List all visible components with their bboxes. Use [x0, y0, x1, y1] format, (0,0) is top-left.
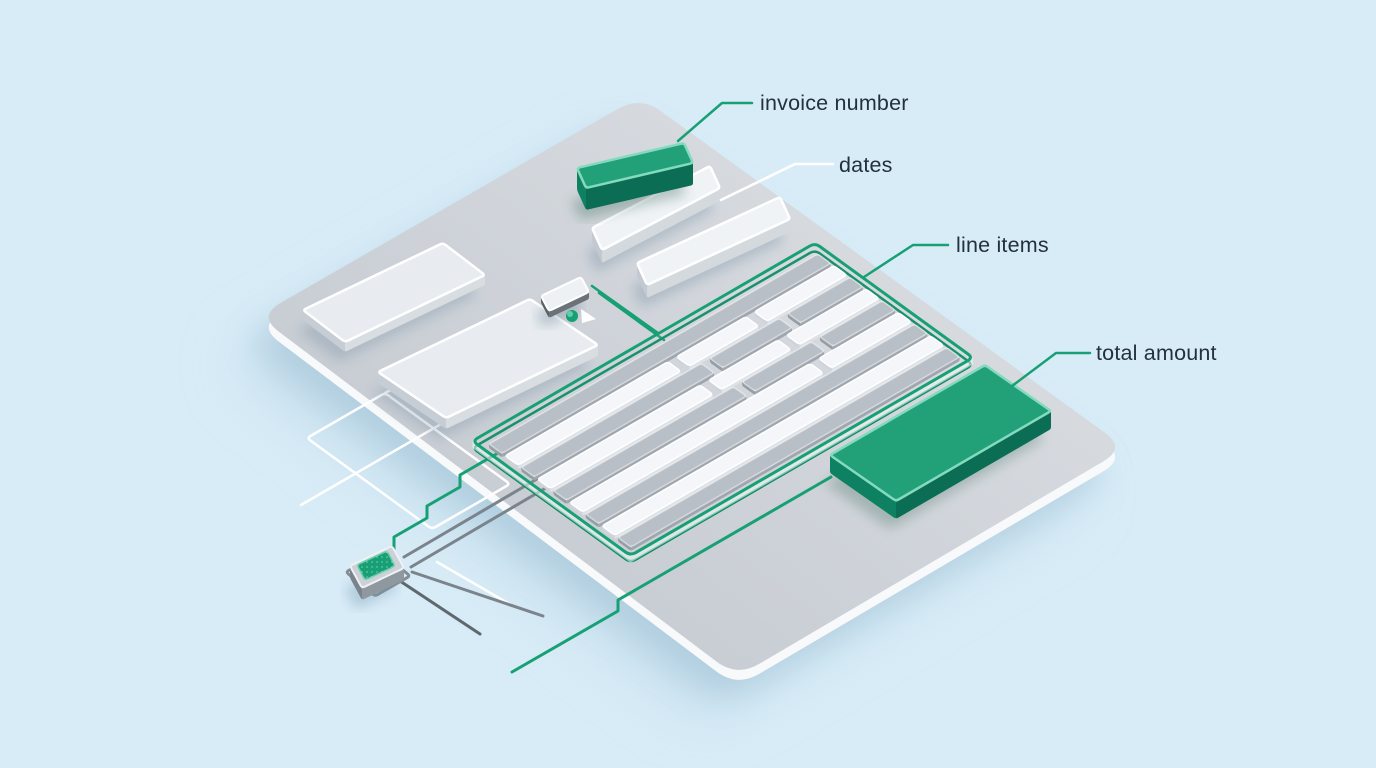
stamp-chip: [345, 545, 411, 609]
line-item-cell: [521, 363, 715, 481]
line-item-cell: [754, 265, 847, 325]
line-item-cell: [569, 363, 824, 516]
callout-leader-lines: [676, 101, 1092, 388]
line-item-cell: [553, 386, 747, 504]
label-line-items: line items: [956, 233, 1049, 257]
line-item-cell: [537, 385, 713, 492]
label-dates: dates: [839, 153, 893, 177]
line-item-cell: [618, 347, 960, 551]
paperclip-element: [536, 276, 596, 327]
chip-face: [357, 551, 395, 580]
address-block-2: [373, 298, 598, 439]
invoice-number-field: [572, 142, 694, 220]
line-item-cell: [786, 289, 880, 348]
line-item-cell: [818, 312, 912, 372]
line-item-cell: [505, 361, 681, 469]
line-item-cell: [601, 335, 944, 539]
line-item-cell: [742, 341, 825, 395]
line-items-table: [472, 243, 973, 563]
label-total-amount: total amount: [1096, 341, 1217, 365]
total-amount-field: [825, 364, 1051, 528]
line-item-cell: [787, 277, 863, 327]
line-item-cell: [585, 324, 928, 527]
clip-bar: [536, 276, 590, 327]
line-item-cell: [709, 318, 792, 372]
line-item-cell: [819, 300, 896, 350]
line-item-cell: [708, 340, 791, 393]
line-item-cell: [676, 316, 759, 370]
address-block-1: [298, 242, 485, 361]
date-field-2: [632, 196, 791, 307]
line-item-cell: [489, 254, 831, 457]
date-field-1: [587, 165, 721, 272]
label-invoice-number: invoice number: [760, 91, 909, 115]
